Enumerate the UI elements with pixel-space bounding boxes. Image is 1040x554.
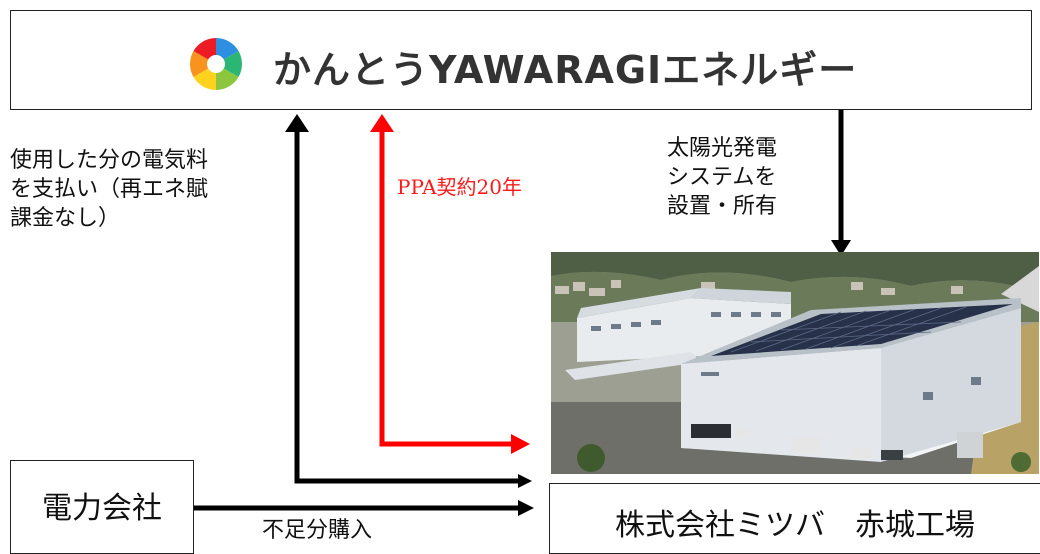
install-note-line: システムを bbox=[667, 165, 777, 190]
company-box: かんとうYAWARAGIエネルギー bbox=[10, 10, 1032, 110]
install-arrowhead bbox=[831, 240, 851, 256]
factory-label: 株式会社ミツバ 赤城工場 bbox=[615, 508, 975, 543]
shortfall-label: 不足分購入 bbox=[262, 518, 373, 543]
payment-note-line: を支払い（再エネ賦 bbox=[10, 177, 209, 202]
payment-note-line: 課金なし） bbox=[10, 206, 121, 231]
payment-arrowhead bbox=[285, 114, 309, 132]
power-company-label: 電力会社 bbox=[42, 491, 162, 526]
ppa-label: PPA契約20年 bbox=[397, 175, 522, 199]
ppa-arrowhead-right bbox=[511, 434, 530, 454]
factory-photo bbox=[551, 252, 1039, 474]
payment-note-line: 使用した分の電気料 bbox=[10, 148, 209, 173]
ppa-arrowhead-up bbox=[370, 114, 394, 132]
install-note: 太陽光発電 システムを 設置・所有 bbox=[667, 134, 837, 221]
power-company-box: 電力会社 bbox=[10, 460, 194, 554]
ppa-arrow bbox=[379, 129, 512, 447]
company-name: かんとうYAWARAGIエネルギー bbox=[273, 48, 858, 92]
payment-note: 使用した分の電気料 を支払い（再エネ賦 課金なし） bbox=[10, 146, 280, 233]
aperture-logo-icon bbox=[190, 38, 242, 90]
install-note-line: 太陽光発電 bbox=[667, 136, 778, 161]
shortfall-arrowhead bbox=[518, 500, 534, 516]
payment-tail-arrowhead bbox=[518, 474, 532, 488]
factory-box: 株式会社ミツバ 赤城工場 bbox=[549, 483, 1040, 554]
install-note-line: 設置・所有 bbox=[667, 194, 778, 219]
payment-arrow bbox=[294, 129, 527, 484]
